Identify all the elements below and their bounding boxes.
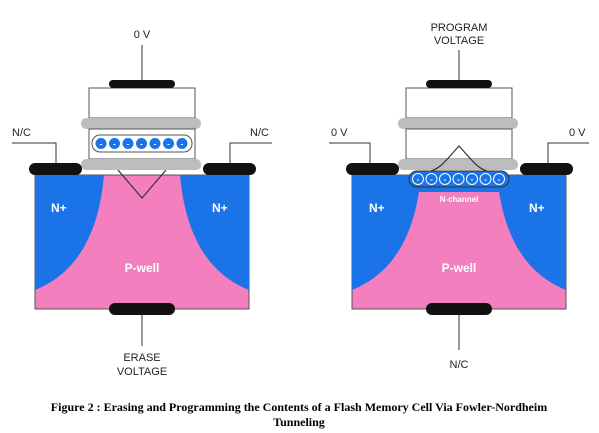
electron-sign: - (471, 175, 474, 184)
tunneling-arrow (426, 145, 492, 173)
erase-cell: 0 V - - - - - - - N/C N/C N+ N+ P-well ERASE V… (12, 29, 272, 378)
program-voltage-label-2: VOLTAGE (434, 35, 484, 47)
erase-voltage-label-1: ERASE (123, 352, 160, 364)
gate-contact (426, 80, 492, 88)
electron (493, 173, 505, 185)
electron (452, 173, 465, 185)
tunnel-oxide (81, 159, 201, 170)
electron-sign: - (113, 140, 116, 149)
n-plus-right-region (180, 175, 249, 290)
n-plus-right-region (497, 175, 566, 290)
p-well-label: P-well (125, 261, 160, 275)
channel-electrons: ------- (412, 173, 505, 185)
electron (148, 137, 162, 150)
source-terminal-label: 0 V (331, 127, 348, 139)
tunneling-arrow (117, 169, 167, 199)
source-contact (346, 163, 399, 175)
figure-caption-line-2: Tunneling (273, 415, 325, 429)
n-channel-label: N-channel (440, 195, 479, 204)
n-plus-right-label: N+ (212, 201, 228, 215)
drain-terminal-label: N/C (250, 127, 269, 139)
n-plus-left-label: N+ (51, 201, 67, 215)
erase-voltage-label-2: VOLTAGE (117, 366, 167, 378)
substrate-contact (109, 303, 175, 315)
drain-terminal-label: 0 V (569, 127, 586, 139)
electron (175, 137, 189, 150)
electron (412, 173, 424, 185)
source-terminal-label: N/C (12, 127, 31, 139)
gate-voltage-label: 0 V (134, 29, 151, 41)
electron (425, 173, 438, 185)
electron-sign: - (444, 175, 447, 184)
drain-contact (203, 163, 256, 175)
source-contact (29, 163, 82, 175)
electron-sign: - (484, 175, 487, 184)
p-well-label: P-well (442, 261, 477, 275)
control-gate (405, 87, 513, 119)
electron-sign: - (100, 140, 103, 149)
electron-sign: - (167, 140, 170, 149)
electron-sign: - (127, 140, 130, 149)
electron (108, 137, 121, 150)
figure-caption-line-1: Figure 2 : Erasing and Programming the C… (51, 400, 547, 414)
program-voltage-label-1: PROGRAM (431, 22, 488, 34)
electron (466, 173, 478, 185)
electron-sign: - (181, 140, 184, 149)
gate-oxide-top (398, 118, 518, 129)
gate-contact (109, 80, 175, 88)
electron (162, 137, 175, 150)
control-gate (88, 87, 196, 119)
electron (439, 173, 451, 185)
n-plus-left-region (35, 175, 104, 290)
electron (94, 137, 108, 150)
n-plus-left-label: N+ (369, 201, 385, 215)
program-cell: PROGRAM VOLTAGE - - - - - - - 0 V 0 V N+ N+ N-… (329, 22, 589, 371)
n-plus-left-region (352, 175, 421, 290)
electron-sign: - (457, 175, 460, 184)
electron-sign: - (154, 140, 157, 149)
substrate-contact (426, 303, 492, 315)
gate-oxide-top (81, 118, 201, 129)
electron-sign: - (498, 175, 501, 184)
substrate-terminal-label: N/C (450, 359, 469, 371)
electron-sign: - (430, 175, 433, 184)
electron-sign: - (417, 175, 420, 184)
drain-contact (520, 163, 573, 175)
tunnel-oxide (398, 159, 518, 170)
electron (121, 137, 135, 150)
stored-electrons: ------- (94, 137, 189, 150)
electron-sign: - (140, 140, 143, 149)
electron (479, 173, 492, 185)
n-plus-right-label: N+ (529, 201, 545, 215)
floating-gate (405, 128, 513, 160)
electron (135, 137, 148, 150)
